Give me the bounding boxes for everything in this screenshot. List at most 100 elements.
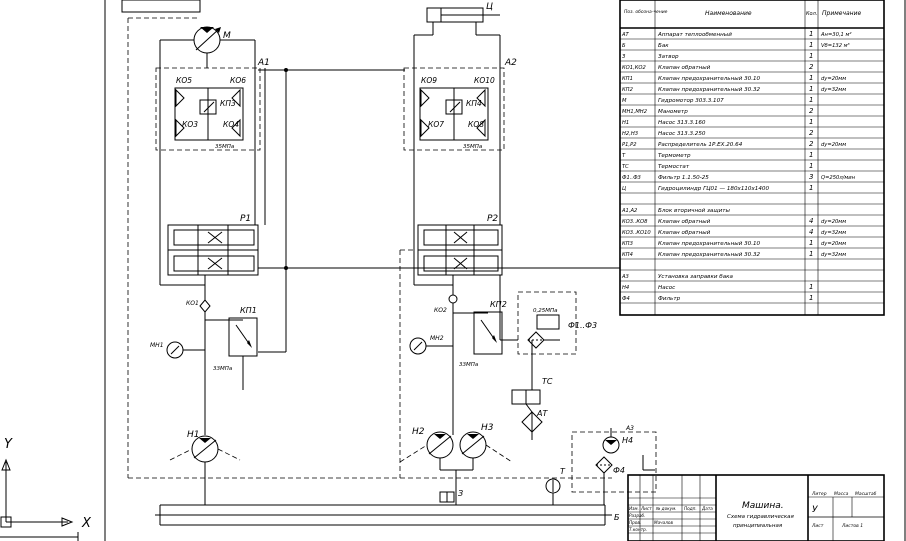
spec-cell-note: Aн=30,1 м² (820, 32, 851, 38)
spec-cell-name: Аппарат теплообменный (657, 32, 732, 38)
valve-kp4-label: КП4 (466, 99, 482, 108)
heat-exchanger-at-label: АТ (536, 409, 548, 418)
title-col-doc: № докум. (655, 506, 677, 511)
valve-kp1-label: КП1 (240, 306, 257, 315)
spec-cell-pos: КП1 (622, 76, 633, 82)
spec-cell-name: Клапан обратный (658, 65, 711, 71)
spec-cell-qty: 1 (809, 294, 813, 302)
spec-cell-pos: КП4 (622, 252, 633, 258)
spec-cell-pos: КП3 (622, 241, 633, 247)
spec-cell-name: Термометр (658, 153, 691, 159)
filter-f4-label: Ф4 (613, 466, 625, 475)
spec-cell-note: Vб=132 м³ (821, 43, 850, 49)
ucs-axis-icon: Y X (0, 437, 92, 541)
spec-cell-qty: 4 (809, 217, 813, 225)
title-col-list: Лист (640, 506, 652, 511)
spec-cell-pos: КП2 (622, 87, 633, 93)
spec-header-qty: Кол. (806, 11, 817, 17)
manometer-mn1-label: МН1 (150, 342, 164, 349)
title-mass-label: Масса (834, 491, 849, 497)
spec-cell-name: Клапан предохранительный 30.10 (658, 241, 761, 247)
spec-cell-name: Насос (658, 285, 675, 291)
title-col-izm: Изм. (629, 506, 639, 511)
spec-cell-note: dу=32мм (821, 252, 846, 258)
valve-ko7-label: КО7 (428, 120, 444, 129)
spec-cell-pos: З (622, 54, 626, 60)
spec-cell-qty: 2 (809, 140, 814, 148)
spec-cell-qty: 1 (809, 184, 813, 192)
spec-cell-name: Установка заправки бака (658, 274, 734, 280)
spec-cell-name: Затвор (658, 54, 679, 60)
pump-h3-label: Н3 (481, 423, 494, 433)
tank-b-label: Б (614, 513, 620, 522)
valve-ko2-label: КО2 (434, 307, 447, 314)
spec-cell-pos: Н1 (622, 120, 629, 126)
spec-cell-qty: 3 (809, 173, 813, 181)
spec-cell-pos: МН1,МН2 (622, 109, 647, 115)
distributor-p1-label: P1 (240, 214, 251, 224)
valve-ko4-label: КО4 (223, 120, 239, 129)
spec-cell-note: dу=20мм (821, 76, 846, 82)
spec-header-note: Примечание (822, 10, 861, 17)
spec-cell-qty: 1 (809, 239, 813, 247)
spec-cell-name: Насос 313.3.160 (658, 120, 706, 126)
spec-cell-note: dу=32мм (821, 230, 846, 236)
block-a2-label: A2 (504, 58, 517, 68)
relief-valve-kp2 (473, 311, 503, 355)
spec-cell-qty: 2 (809, 107, 814, 115)
spec-cell-name: Гидроцилиндр ГЦ01 — 180х110х1400 (658, 186, 769, 192)
spec-cell-name: Бак (658, 43, 669, 49)
spec-cell-qty: 1 (809, 41, 813, 49)
spec-cell-qty: 1 (809, 85, 813, 93)
shutter-z-label: З (458, 489, 463, 498)
spec-cell-pos: Т (622, 153, 626, 159)
spec-cell-pos: А3 (621, 274, 629, 280)
filter-f4-icon (595, 456, 613, 474)
spec-cell-name: Клапан предохранительный 30.32 (658, 252, 761, 258)
spec-header-pos: Поз. обозна-чение (624, 9, 668, 15)
spec-cell-qty: 4 (809, 228, 813, 236)
spec-cell-pos: Ф1..Ф3 (622, 175, 641, 181)
spec-cell-note: dу=20мм (821, 142, 846, 148)
spec-cell-name: Клапан обратный (658, 230, 711, 236)
spec-cell-pos: КО3..КО10 (622, 230, 651, 236)
spec-cell-note: Q=250л/мин (821, 175, 856, 181)
valve-ko8-label: КО8 (468, 120, 484, 129)
spec-cell-note: dу=20мм (821, 241, 846, 247)
title-row-checker: Пров. (629, 520, 641, 525)
valve-kp2-label: КП2 (490, 300, 507, 309)
valve-ko5-label: КО5 (176, 76, 192, 85)
block-a1-label: A1 (257, 58, 270, 68)
spec-cell-qty: 1 (809, 52, 813, 60)
spec-cell-note: dу=20мм (821, 219, 846, 225)
spec-cell-qty: 1 (809, 118, 813, 126)
spec-cell-pos: Р1,Р2 (622, 142, 637, 148)
pump-h2-label: Н2 (412, 427, 425, 437)
spec-cell-qty: 1 (809, 96, 813, 104)
filter-f1-f3-label: Ф1..Ф3 (568, 321, 597, 330)
axis-x-label: X (81, 516, 92, 531)
title-lit-label: Литер (811, 491, 827, 497)
spec-cell-pos: М (622, 98, 627, 104)
spec-cell-name: Фильтр (658, 296, 681, 302)
manometer-mn2-label: МН2 (430, 335, 444, 342)
title-row-developer: Разраб. (629, 513, 645, 518)
cylinder-label: Ц (486, 2, 493, 12)
pump-h1-label: Н1 (187, 430, 200, 440)
relief-valve-kp1 (228, 317, 258, 357)
spec-cell-qty: 1 (809, 74, 813, 82)
title-row-tcontrol: Т.контр. (629, 527, 647, 532)
spec-cell-name: Насос 313.3.250 (658, 131, 706, 137)
spec-cell-pos: А1,А2 (621, 208, 637, 214)
thermostat-tc-label: ТС (542, 377, 553, 386)
spec-cell-pos: Ф4 (622, 296, 630, 302)
valve-ko3-label: КО3 (182, 120, 198, 129)
block-a2-outline (403, 67, 505, 151)
drawing-subtitle-2: принципиальная (733, 523, 783, 529)
kp1-pressure: 33МПа (213, 366, 233, 372)
drawing-title: Машина. (742, 501, 784, 511)
title-sheets-label: Листов 1 (841, 523, 863, 529)
spec-cell-name: Распределитель 1Р.ЕХ.20.64 (658, 142, 743, 148)
spec-cell-qty: 2 (809, 63, 814, 71)
